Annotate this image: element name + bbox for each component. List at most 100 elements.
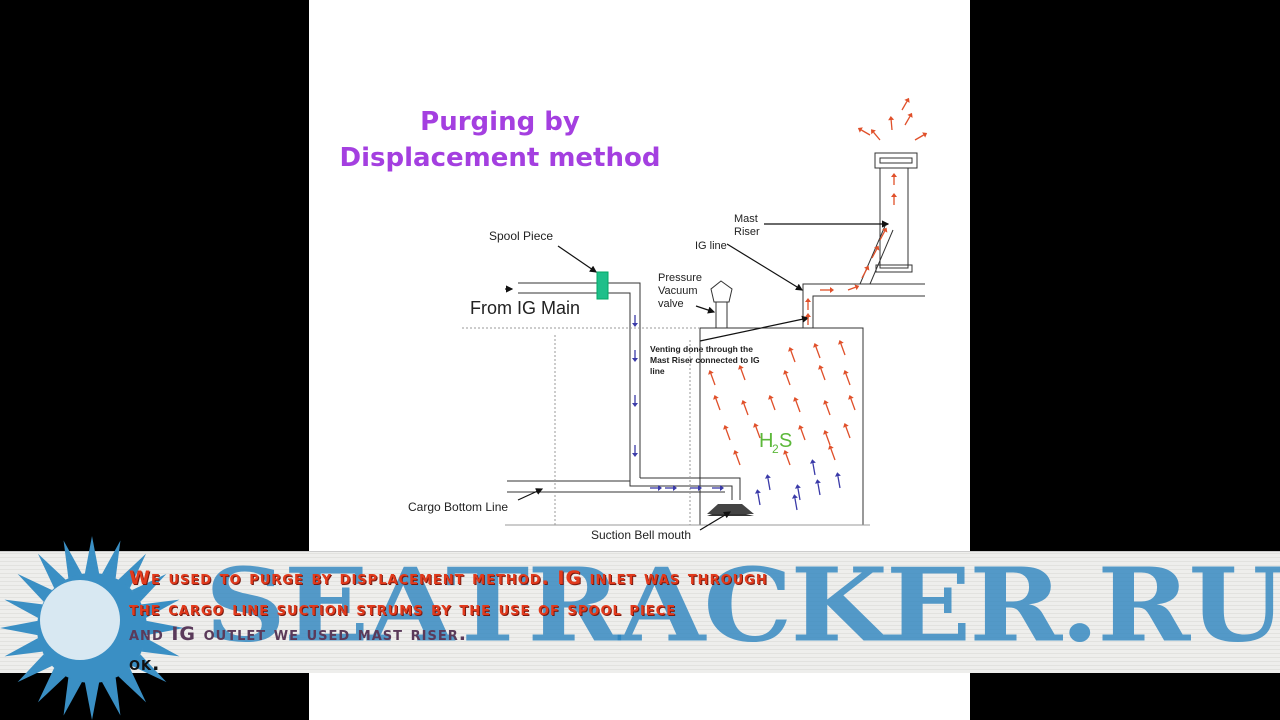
flow-arrow (767, 478, 771, 491)
label-venting-2: Mast Riser connected to IG (650, 355, 760, 365)
flow-arrowhead (882, 227, 888, 233)
flow-arrow (850, 398, 856, 411)
flow-arrowhead (754, 489, 761, 494)
sun-ray (146, 620, 184, 636)
flow-arrowhead (723, 424, 729, 430)
sun-ray (4, 638, 43, 657)
flow-arrow (845, 373, 851, 386)
flow-arrow (879, 230, 886, 241)
flow-arrow (847, 286, 856, 291)
flow-arrowhead (793, 396, 799, 402)
flow-arrowhead (874, 245, 880, 251)
subtitle-banner (0, 551, 1280, 673)
pipework (462, 152, 925, 526)
label-ig-line: IG line (695, 240, 727, 252)
flow-arrowhead (854, 284, 860, 291)
flow-arrowhead (843, 422, 849, 428)
flow-arrowhead (823, 399, 829, 405)
flow-arrowhead (848, 394, 854, 400)
sun-ray (131, 654, 167, 683)
flow-arrow (825, 433, 831, 446)
flow-arrowhead (814, 479, 821, 484)
watermark-logo: SEATRACKER.RU (205, 547, 1280, 665)
flow-arrowhead (805, 298, 811, 302)
flow-arrow (815, 346, 821, 359)
flow-arrowhead (741, 399, 747, 405)
flow-arrow (837, 476, 841, 489)
slide-title: Purging by Displacement method (330, 104, 670, 176)
flow-arrowhead (891, 193, 897, 197)
flow-arrow (797, 488, 801, 501)
sun-ray (17, 654, 53, 683)
flow-arrowhead (838, 339, 844, 345)
flow-arrow (825, 403, 831, 416)
flow-arrow (817, 483, 821, 496)
flow-arrowhead (818, 364, 824, 370)
flow-arrowhead (632, 453, 638, 457)
flow-arrowhead (708, 369, 714, 375)
flow-arrowhead (753, 422, 759, 428)
flow-arrow (840, 343, 846, 356)
flow-arrowhead (805, 313, 811, 317)
label-cargo-bottom-line: Cargo Bottom Line (408, 500, 508, 514)
flow-arrow (812, 463, 816, 476)
flow-arrow (794, 498, 798, 511)
flow-arrowhead (823, 429, 829, 435)
flow-arrowhead (907, 112, 913, 118)
flow-arrow (740, 368, 746, 381)
flow-arrowhead (834, 472, 841, 477)
label-riser: Riser (734, 226, 760, 238)
subtitle-line-1: We used to purge by displacement method.… (129, 567, 768, 589)
title-line-2: Displacement method (339, 143, 661, 173)
svg-text:H: H (759, 430, 773, 452)
flow-arrowhead (871, 129, 876, 135)
sun-ray (0, 620, 38, 636)
flow-arrowhead (788, 346, 794, 352)
sun-ray (4, 599, 43, 618)
flow-arrowhead (813, 342, 819, 348)
sun-ray (102, 677, 121, 716)
sun-ray (84, 682, 100, 720)
sun-ray (17, 573, 53, 602)
svg-text:S: S (779, 430, 792, 452)
flow-arrowhead (783, 369, 789, 375)
sun-ray (118, 667, 147, 703)
flow-arrow (735, 453, 741, 466)
flow-arrow (785, 373, 791, 386)
flow-arrowhead (830, 287, 834, 293)
sun-ray (37, 667, 66, 703)
flow-arrow (861, 129, 871, 136)
flow-arrowhead (733, 449, 739, 455)
sun-ray (141, 638, 180, 657)
flow-arrowhead (791, 494, 798, 499)
flow-arrow (725, 428, 731, 441)
h2s-label: H 2 S (759, 430, 792, 456)
flow-arrow (715, 398, 721, 411)
flow-arrow (904, 116, 911, 126)
label-spool-piece: Spool Piece (489, 229, 553, 243)
flow-arrow (890, 119, 893, 131)
flow-arrow (871, 248, 878, 259)
subtitle-line-2: the cargo line suction strums by the use… (129, 598, 677, 620)
flow-arrowhead (632, 403, 638, 407)
suction-bell-mouth (707, 504, 754, 514)
label-venting-1: Venting done through the (650, 344, 753, 354)
flow-arrowhead (843, 369, 849, 375)
flow-arrowhead (922, 132, 928, 138)
flow-arrowhead (713, 394, 719, 400)
sun-ray (118, 553, 147, 589)
flow-arrow (770, 398, 776, 411)
flow-arrowhead (809, 459, 816, 464)
flow-arrow (795, 400, 801, 413)
label-pressure: Pressure (658, 272, 702, 284)
label-vacuum: Vacuum (658, 285, 698, 297)
flow-arrowhead (888, 116, 895, 121)
sun-ray (131, 573, 167, 602)
flow-arrow (861, 268, 868, 279)
flow-arrowhead (632, 358, 638, 362)
flow-arrow (901, 101, 908, 111)
label-valve: valve (658, 298, 684, 310)
subtitle-line-3: and IG outlet we used mast riser. (129, 623, 467, 645)
flow-arrow (757, 493, 761, 506)
flow-arrow (790, 350, 796, 363)
